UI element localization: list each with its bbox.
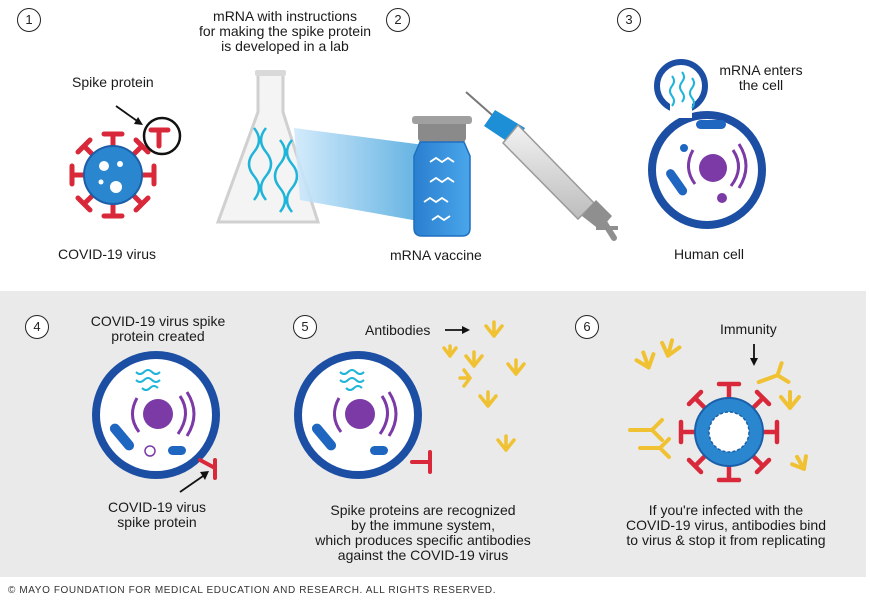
step-2-title-line-2: for making the spike protein xyxy=(186,24,384,39)
step-number-3: 3 xyxy=(617,8,641,32)
step-5-caption-line-3: which produces specific antibodies xyxy=(282,533,564,548)
spike-protein-callout-icon xyxy=(116,106,180,154)
step-6-caption-line-2: COVID-19 virus, antibodies bind xyxy=(600,518,852,533)
step-number-1: 1 xyxy=(17,8,41,32)
copyright-footer: © MAYO FOUNDATION FOR MEDICAL EDUCATION … xyxy=(8,585,496,596)
neutralized-virus-illustration xyxy=(681,384,777,480)
syringe-illustration xyxy=(466,92,618,238)
step-4-caption-line-1: COVID-19 virus xyxy=(96,500,218,515)
human-cell-caption: Human cell xyxy=(674,247,744,262)
mrna-enters-cell-label: mRNA enters the cell xyxy=(710,63,812,93)
covid-virus-caption: COVID-19 virus xyxy=(58,247,156,262)
step-6-caption-line-1: If you're infected with the xyxy=(600,503,852,518)
antibodies-group xyxy=(444,322,524,450)
step-5-caption-line-4: against the COVID-19 virus xyxy=(282,548,564,563)
mrna-enters-line-1: mRNA enters xyxy=(710,63,812,78)
step-4-title-line-2: protein created xyxy=(70,329,246,344)
step-2-title-line-3: is developed in a lab xyxy=(186,39,384,54)
vaccine-vial-illustration xyxy=(412,116,472,236)
step-4-title-line-1: COVID-19 virus spike xyxy=(70,314,246,329)
covid-virus-illustration xyxy=(72,134,154,216)
step-4-caption: COVID-19 virus spike protein xyxy=(96,500,218,530)
step-number-4: 4 xyxy=(25,315,49,339)
step-5-caption-line-2: by the immune system, xyxy=(282,518,564,533)
step-5-caption: Spike proteins are recognized by the imm… xyxy=(282,503,564,563)
mrna-enters-line-2: the cell xyxy=(710,78,812,93)
step-5-caption-line-1: Spike proteins are recognized xyxy=(282,503,564,518)
cell-with-antibodies-illustration xyxy=(298,355,430,475)
step-4-caption-line-2: spike protein xyxy=(96,515,218,530)
step-4-title: COVID-19 virus spike protein created xyxy=(70,314,246,344)
step-2-title: mRNA with instructions for making the sp… xyxy=(186,9,384,54)
cell-with-spike-illustration xyxy=(96,355,216,492)
immunity-label: Immunity xyxy=(720,322,777,337)
spike-protein-label: Spike protein xyxy=(72,75,154,90)
mrna-vaccine-caption: mRNA vaccine xyxy=(390,248,482,263)
step-number-5: 5 xyxy=(293,315,317,339)
step-2-title-line-1: mRNA with instructions xyxy=(186,9,384,24)
step-6-caption-line-3: to virus & stop it from replicating xyxy=(600,533,852,548)
step-number-6: 6 xyxy=(575,315,599,339)
antibodies-label: Antibodies xyxy=(365,323,430,338)
step-number-2: 2 xyxy=(386,8,410,32)
step-6-caption: If you're infected with the COVID-19 vir… xyxy=(600,503,852,548)
